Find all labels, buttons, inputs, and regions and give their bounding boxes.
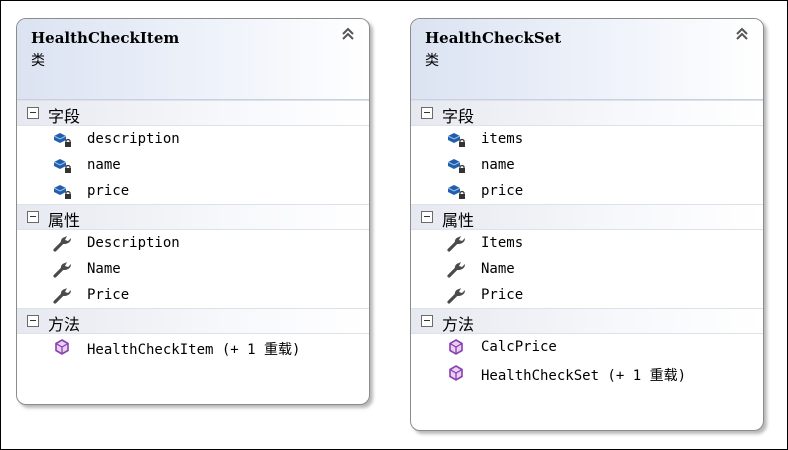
property-icon [51, 260, 73, 278]
member-row[interactable]: CalcPrice [411, 334, 763, 360]
member-label: Name [87, 261, 121, 277]
property-icon [51, 286, 73, 304]
property-icon [445, 260, 467, 278]
private-field-icon [51, 130, 73, 148]
compartment-header: 属性 [411, 204, 763, 230]
member-row[interactable]: Name [17, 256, 369, 282]
private-field-icon [445, 182, 467, 200]
class-header: HealthCheckItem 类 [17, 19, 369, 100]
class-name: HealthCheckItem [31, 29, 180, 47]
collapse-chevron-icon[interactable] [733, 27, 751, 45]
member-label: price [87, 183, 130, 199]
member-row[interactable]: Items [411, 230, 763, 256]
member-row[interactable]: Price [17, 282, 369, 308]
compartment-header: 方法 [411, 308, 763, 334]
member-label: price [481, 183, 524, 199]
member-label: Name [481, 261, 515, 277]
member-row[interactable]: HealthCheckItem (+ 1 重载) [17, 334, 369, 360]
member-label: Price [481, 287, 524, 303]
private-field-icon [51, 182, 73, 200]
member-row[interactable]: price [411, 178, 763, 204]
collapse-toggle-icon[interactable] [27, 107, 39, 119]
member-label: Price [87, 287, 130, 303]
class-shape-healthcheckitem[interactable]: HealthCheckItem 类 字段 description name price… [16, 18, 370, 405]
member-label: Description [87, 235, 180, 251]
property-icon [445, 286, 467, 304]
method-icon [445, 364, 467, 382]
member-row[interactable]: description [17, 126, 369, 152]
property-icon [51, 234, 73, 252]
private-field-icon [51, 156, 73, 174]
collapse-toggle-icon[interactable] [421, 107, 433, 119]
collapse-toggle-icon[interactable] [421, 315, 433, 327]
compartment-title: 属性 [442, 211, 475, 230]
member-label: HealthCheckItem (+ 1 重载) [87, 342, 301, 358]
member-label: CalcPrice [481, 339, 557, 355]
class-name: HealthCheckSet [425, 29, 562, 47]
member-row[interactable]: price [17, 178, 369, 204]
class-header: HealthCheckSet 类 [411, 19, 763, 100]
member-label: Items [481, 235, 524, 251]
compartment-title: 方法 [48, 315, 81, 334]
member-row[interactable]: Description [17, 230, 369, 256]
compartment-header: 属性 [17, 204, 369, 230]
class-shape-healthcheckset[interactable]: HealthCheckSet 类 字段 items name price 属性 Items… [410, 18, 764, 431]
collapse-toggle-icon[interactable] [421, 211, 433, 223]
member-row[interactable]: HealthCheckSet (+ 1 重载) [411, 360, 763, 386]
collapse-toggle-icon[interactable] [27, 211, 39, 223]
method-icon [51, 338, 73, 356]
compartment-header: 方法 [17, 308, 369, 334]
member-label: name [481, 157, 515, 173]
private-field-icon [445, 156, 467, 174]
member-row[interactable]: Price [411, 282, 763, 308]
member-label: name [87, 157, 121, 173]
member-row[interactable]: name [411, 152, 763, 178]
member-row[interactable]: name [17, 152, 369, 178]
member-row[interactable]: Name [411, 256, 763, 282]
collapse-toggle-icon[interactable] [27, 315, 39, 327]
compartment-header: 字段 [17, 100, 369, 126]
collapse-chevron-icon[interactable] [339, 27, 357, 45]
private-field-icon [445, 130, 467, 148]
compartment-title: 字段 [48, 107, 81, 126]
member-label: items [481, 131, 524, 147]
class-kind: 类 [31, 53, 45, 69]
class-kind: 类 [425, 53, 439, 69]
property-icon [445, 234, 467, 252]
compartment-title: 方法 [442, 315, 475, 334]
member-label: description [87, 131, 180, 147]
compartment-title: 字段 [442, 107, 475, 126]
compartment-title: 属性 [48, 211, 81, 230]
member-label: HealthCheckSet (+ 1 重载) [481, 368, 687, 384]
member-row[interactable]: items [411, 126, 763, 152]
compartment-header: 字段 [411, 100, 763, 126]
method-icon [445, 338, 467, 356]
